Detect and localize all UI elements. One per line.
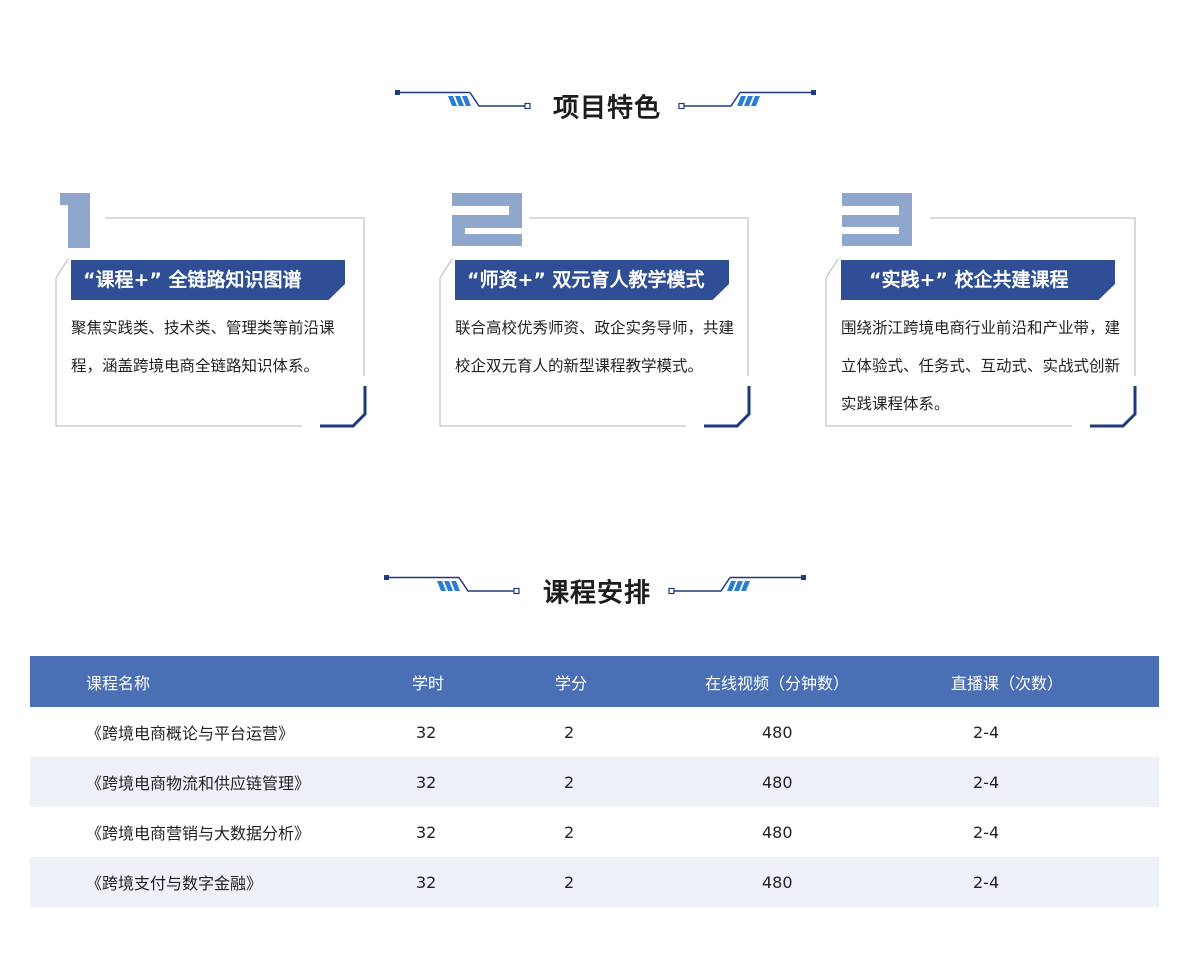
credits-cell: 2 xyxy=(564,722,575,742)
feature-card-2: “师资+” 双元育人教学模式 联合高校优秀师资、政企实务导师，共建校企双元育人的… xyxy=(436,186,751,431)
online-video-cell: 480 xyxy=(762,872,793,892)
hours-cell: 32 xyxy=(416,772,437,792)
header-online-video: 在线视频（分钟数） xyxy=(705,673,850,693)
course-name-cell: 《跨境支付与数字金融》 xyxy=(86,874,263,893)
card-frame xyxy=(439,193,751,428)
card-frame xyxy=(55,193,367,428)
live-class-cell: 2-4 xyxy=(973,872,1000,892)
number-2-icon xyxy=(452,193,522,246)
header-credits: 学分 xyxy=(555,673,588,693)
hours-cell: 32 xyxy=(416,872,437,892)
features-header: 项目特色 xyxy=(0,86,1190,126)
live-class-cell: 2-4 xyxy=(973,722,1000,742)
credits-cell: 2 xyxy=(564,772,575,792)
table-header-row: 课程名称 学时 学分 在线视频（分钟数） 直播课（次数） xyxy=(30,656,1159,707)
hours-cell: 32 xyxy=(416,722,437,742)
header-hours: 学时 xyxy=(412,673,445,693)
header-course-name: 课程名称 xyxy=(86,673,151,693)
credits-cell: 2 xyxy=(564,872,575,892)
table-row: 《跨境支付与数字金融》 32 2 480 2-4 xyxy=(30,857,1159,907)
feature-card-3: “实践+” 校企共建课程 围绕浙江跨境电商行业前沿和产业带，建立体验式、任务式、… xyxy=(822,186,1137,431)
course-name-cell: 《跨境电商概论与平台运营》 xyxy=(86,724,295,743)
card-frame xyxy=(825,193,1137,428)
features-title: 项目特色 xyxy=(552,93,662,124)
schedule-title: 课程安排 xyxy=(542,578,652,609)
course-table: 课程名称 学时 学分 在线视频（分钟数） 直播课（次数） 《跨境电商概论与平台运… xyxy=(30,656,1159,907)
number-1-icon xyxy=(60,193,90,248)
card-description: 围绕浙江跨境电商行业前沿和产业带，建立体验式、任务式、互动式、实战式创新实践课程… xyxy=(841,319,1121,413)
feature-card-1: “课程+” 全链路知识图谱 聚焦实践类、技术类、管理类等前沿课程，涵盖跨境电商全… xyxy=(52,186,367,431)
live-class-cell: 2-4 xyxy=(973,822,1000,842)
schedule-header: 课程安排 xyxy=(0,571,1190,611)
card-description: 联合高校优秀师资、政企实务导师，共建校企双元育人的新型课程教学模式。 xyxy=(455,319,735,375)
header-live-class: 直播课（次数） xyxy=(951,673,1064,693)
header-ornament-icon xyxy=(384,575,806,595)
card-heading: “师资+” 双元育人教学模式 xyxy=(455,260,729,300)
card-heading: “实践+” 校企共建课程 xyxy=(841,260,1115,300)
table-row: 《跨境电商物流和供应链管理》 32 2 480 2-4 xyxy=(30,757,1159,807)
course-name-cell: 《跨境电商物流和供应链管理》 xyxy=(86,774,311,793)
course-name-cell: 《跨境电商营销与大数据分析》 xyxy=(86,824,311,843)
number-3-icon xyxy=(842,193,912,246)
online-video-cell: 480 xyxy=(762,822,793,842)
live-class-cell: 2-4 xyxy=(973,772,1000,792)
card-heading: “课程+” 全链路知识图谱 xyxy=(71,260,345,300)
header-ornament-icon xyxy=(395,90,816,110)
table-row: 《跨境电商概论与平台运营》 32 2 480 2-4 xyxy=(30,707,1159,757)
card-description: 聚焦实践类、技术类、管理类等前沿课程，涵盖跨境电商全链路知识体系。 xyxy=(71,319,335,375)
online-video-cell: 480 xyxy=(762,722,793,742)
online-video-cell: 480 xyxy=(762,772,793,792)
table-row: 《跨境电商营销与大数据分析》 32 2 480 2-4 xyxy=(30,807,1159,857)
credits-cell: 2 xyxy=(564,822,575,842)
hours-cell: 32 xyxy=(416,822,437,842)
